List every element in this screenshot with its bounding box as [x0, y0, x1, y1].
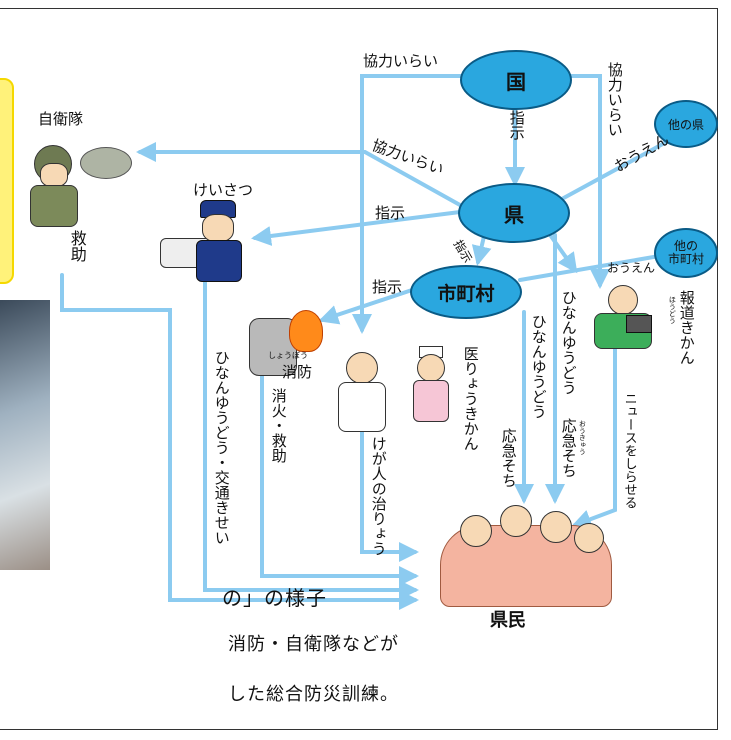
edge-oen-shichoson: おうえん — [607, 261, 656, 275]
edge-shiji-kuni: 指示 — [507, 110, 526, 140]
node-shichoson: 市町村 — [410, 265, 522, 319]
node-ken: 県 — [458, 183, 570, 243]
jieitai-figure — [20, 135, 132, 227]
label-shobo-ruby: しょうぼう — [268, 351, 308, 360]
arrow-keisatsu-kenmin — [203, 263, 419, 600]
node-shichoson-label: 市町村 — [437, 282, 495, 305]
reporter-figure — [590, 285, 660, 350]
arrow-hodo-kenmin — [571, 343, 617, 529]
node-ta-no-ken: 他の県 — [654, 100, 718, 148]
label-keisatsu: けいさつ — [193, 181, 254, 199]
duty-shoka-kyujo: 消火・救助 — [269, 388, 288, 463]
duty-hinan-kotsu: ひなんゆうどう・交通きせい — [212, 350, 231, 545]
duty-kega: けが人の治りょう — [369, 436, 388, 556]
kenmin-crowd — [440, 505, 612, 607]
highlight-box — [0, 78, 14, 284]
edge-shiji-keisatsu: 指示 — [375, 204, 406, 222]
label-hodo-ruby: ほうどう — [668, 296, 677, 324]
keisatsu-figure — [160, 200, 250, 282]
edge-shiji-shobo: 指示 — [372, 278, 403, 296]
arrow-shichoson-tashichoson — [518, 253, 667, 282]
duty-hinan-2: ひなんゆうどう — [559, 290, 578, 395]
arrow-ken-jieitai — [136, 142, 462, 207]
arrow-iryo-kenmin — [360, 418, 419, 562]
caption-line3: した総合防災訓練。 — [228, 684, 399, 705]
arrow-kuni-hodo — [558, 74, 610, 289]
node-ta-no-shichoson: 他の 市町村 — [654, 228, 718, 278]
duty-kyujo: 救助 — [67, 230, 87, 262]
edge-kyoryoku-right: 協力いらい — [605, 62, 624, 137]
label-jieitai: 自衛隊 — [38, 110, 84, 128]
label-shobo: 消防 — [282, 363, 313, 381]
arrow-ken-tanoken — [558, 138, 672, 202]
nurse-figure — [405, 346, 455, 436]
arrow-shichoson-shobo — [318, 288, 414, 325]
label-iryo: 医りょうきかん — [461, 346, 480, 451]
shobo-figure — [245, 310, 325, 380]
arrow-jieitai-kenmin — [60, 273, 419, 610]
training-photo — [0, 300, 50, 570]
duty-hinan-1: ひなんゆうどう — [529, 314, 548, 419]
label-kenmin: 県民 — [490, 610, 526, 631]
duty-okyu-1: 応急そち — [499, 428, 518, 488]
diagram-frame — [0, 8, 718, 730]
doctor-figure — [336, 352, 388, 432]
caption-line1: の」の様子 — [222, 586, 327, 610]
arrow-shobo-kenmin — [260, 358, 419, 586]
node-ta-no-ken-label: 他の県 — [667, 117, 704, 132]
node-kuni: 国 — [460, 50, 572, 110]
node-kuni-label: 国 — [506, 69, 526, 94]
duty-okyu-2: 応急そち — [559, 418, 578, 478]
arrow-kuni-top — [352, 74, 464, 334]
edge-kyoryoku-top: 協力いらい — [363, 52, 439, 70]
duty-news: ニュースをしらせる — [621, 392, 637, 509]
duty-okyu-ruby: おうきゅう — [578, 420, 587, 455]
caption-line2: 消防・自衛隊などが — [228, 634, 399, 655]
arrow-ken-hodo — [546, 230, 578, 274]
node-ta-no-shichoson-label: 他の 市町村 — [667, 238, 704, 266]
label-hodo: 報道きかん — [677, 290, 696, 365]
arrow-ken-keisatsu — [251, 210, 462, 246]
node-ken-label: 県 — [504, 202, 524, 227]
